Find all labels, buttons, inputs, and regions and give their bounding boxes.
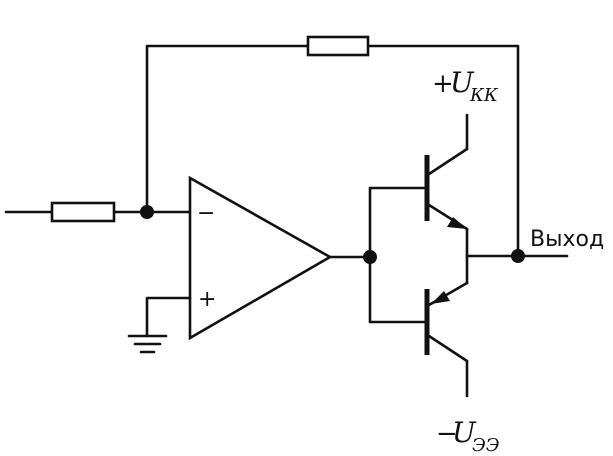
svg-text:−: − — [436, 419, 458, 449]
output-label: Выход — [530, 227, 604, 252]
lower-pnp-transistor — [424, 281, 469, 398]
feedback-wire — [145, 44, 520, 258]
positive-supply-label: + U КК — [432, 66, 499, 106]
summing-junction-node — [140, 205, 154, 219]
upper-npn-transistor — [424, 113, 469, 231]
feedback-resistor — [306, 35, 370, 57]
ground-symbol — [127, 296, 192, 354]
svg-text:+: + — [432, 69, 454, 99]
inverting-input-sign: − — [197, 201, 215, 226]
svg-text:U: U — [450, 66, 475, 99]
svg-text:КК: КК — [469, 85, 499, 106]
base-wires — [368, 186, 427, 324]
lower-emitter-arrow — [431, 291, 450, 304]
upper-emitter-arrow — [447, 217, 467, 229]
negative-supply-label: − U ЭЭ — [436, 416, 500, 456]
input-resistor — [50, 201, 116, 223]
svg-text:U: U — [452, 416, 477, 449]
opamp-triangle — [188, 175, 333, 341]
noninverting-input-sign: + — [198, 287, 216, 312]
svg-text:ЭЭ: ЭЭ — [472, 435, 500, 456]
output-node — [511, 249, 525, 263]
